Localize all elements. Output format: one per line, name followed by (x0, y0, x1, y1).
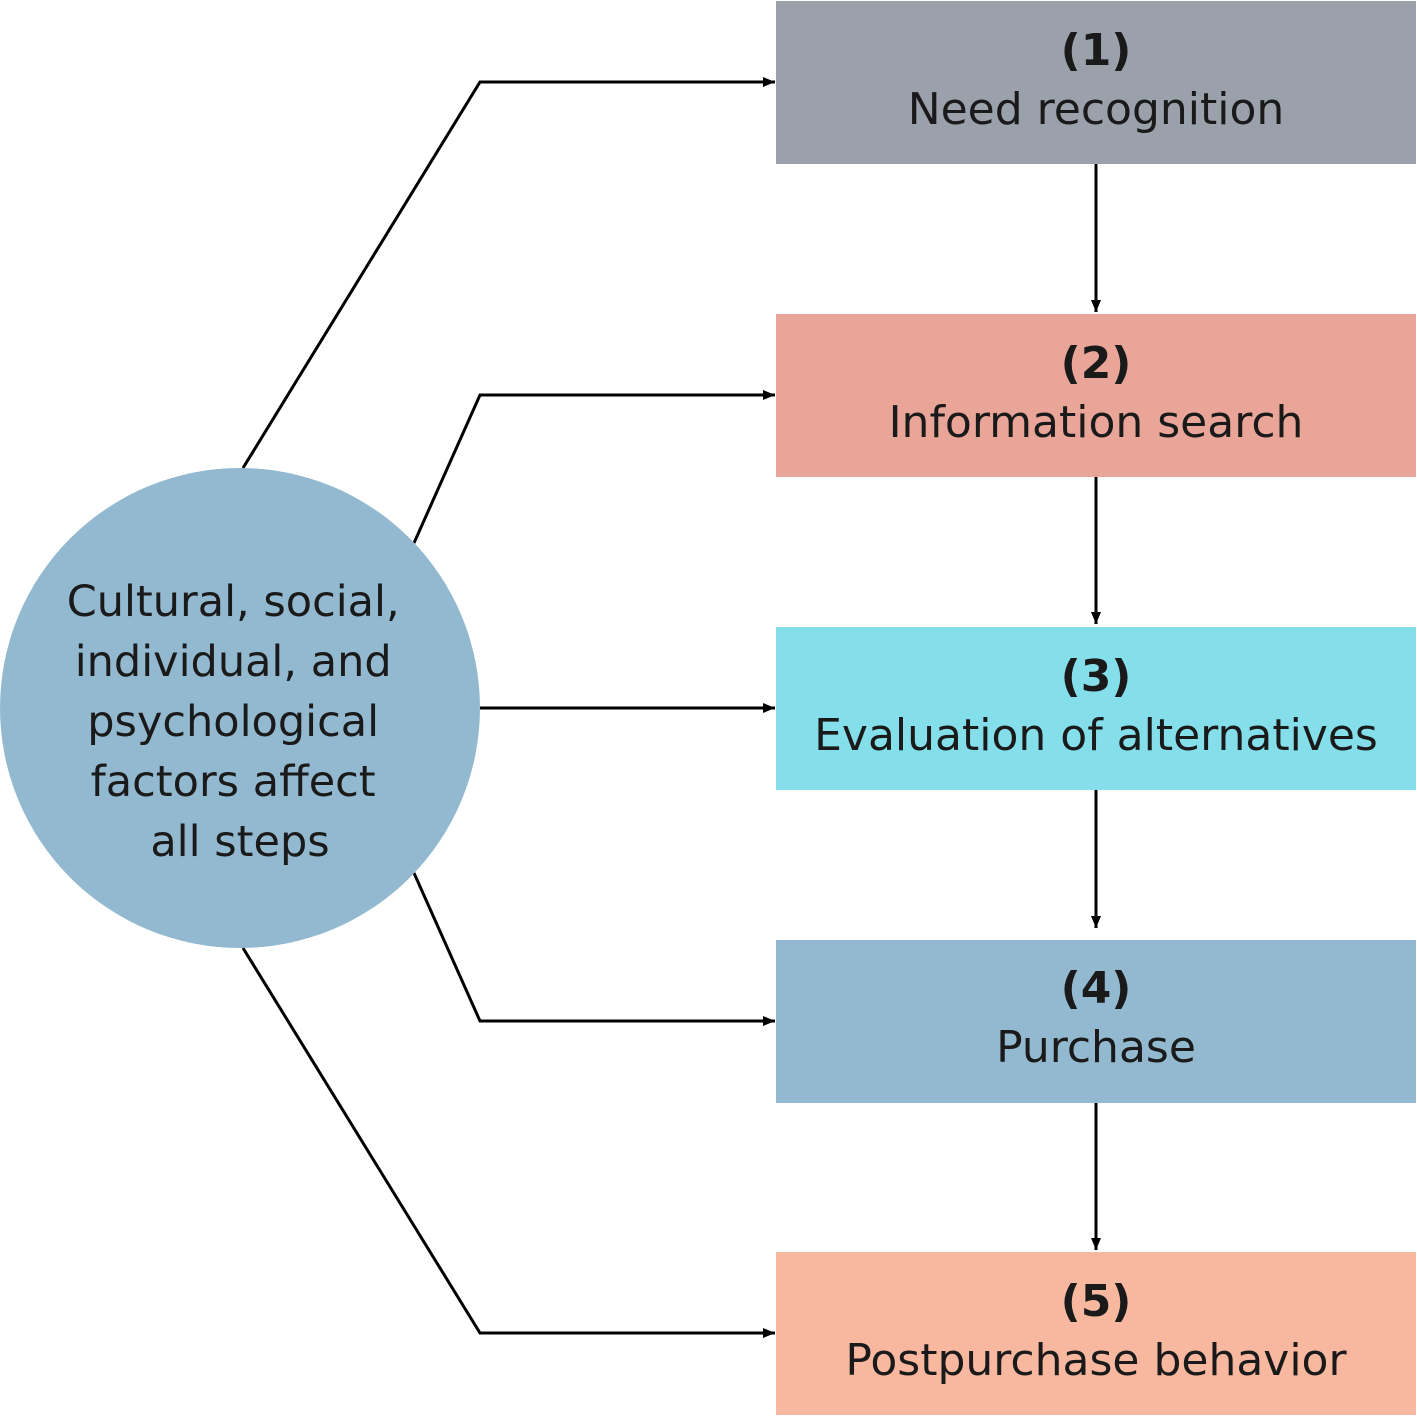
factors-line: psychological (87, 697, 379, 747)
factor-connectors (241, 77, 775, 1338)
step-1-number: (1) (1061, 25, 1132, 76)
factors-line: all steps (150, 817, 329, 867)
factors-text: Cultural, social, individual, and psycho… (67, 577, 414, 867)
step-4-label: Purchase (996, 1022, 1196, 1073)
step-1-label: Need recognition (908, 84, 1285, 135)
factor-arrow-step-4 (412, 872, 775, 1026)
factor-arrow-step-1 (241, 77, 775, 469)
step-1-background (776, 1, 1416, 164)
step-box-5: (5) Postpurchase behavior (776, 1252, 1416, 1415)
step-box-2: (2) Information search (776, 314, 1416, 477)
factors-node: Cultural, social, individual, and psycho… (0, 468, 480, 948)
step-2-background (776, 314, 1416, 477)
factor-arrow-step-2 (412, 390, 775, 544)
factor-arrow-step-5 (241, 947, 775, 1338)
step-5-label: Postpurchase behavior (845, 1335, 1347, 1386)
step-box-1: (1) Need recognition (776, 1, 1416, 164)
factors-line: factors affect (91, 757, 376, 807)
step-4-number: (4) (1061, 963, 1132, 1014)
factors-circle (0, 468, 480, 948)
step-5-number: (5) (1061, 1276, 1132, 1327)
step-3-background (776, 627, 1416, 790)
step-box-4: (4) Purchase (776, 940, 1416, 1103)
step-2-label: Information search (889, 397, 1304, 448)
step-3-label: Evaluation of alternatives (814, 710, 1378, 761)
step-2-number: (2) (1061, 338, 1132, 389)
step-4-background (776, 940, 1416, 1103)
step-5-background (776, 1252, 1416, 1415)
step-3-number: (3) (1061, 651, 1132, 702)
factors-line: individual, and (75, 637, 392, 687)
step-box-3: (3) Evaluation of alternatives (776, 627, 1416, 790)
factors-line: Cultural, social, (67, 577, 400, 627)
